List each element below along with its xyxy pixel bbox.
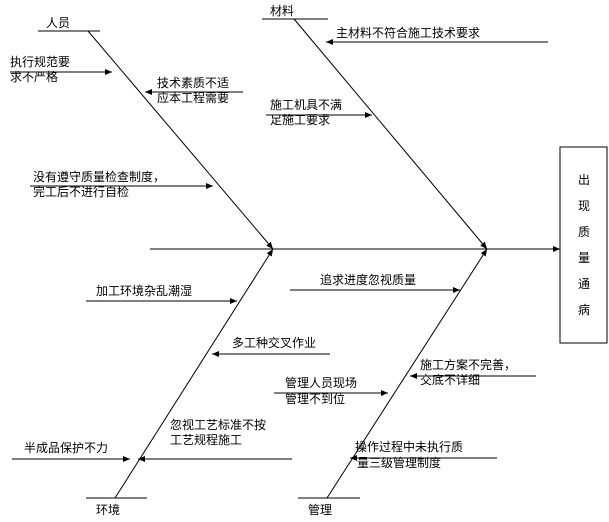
effect-char-2: 质 (578, 225, 590, 239)
material-1-text: 主材料不符合施工技术要求 (336, 25, 480, 40)
mgmt-4-line1: 操作过程中未执行质 (355, 439, 463, 454)
env-1-text: 加工环境杂乱潮湿 (96, 283, 192, 298)
env-4-text: 半成品保护不力 (24, 441, 108, 455)
env-3-line2: 工艺规程施工 (170, 432, 242, 447)
effect-char-4: 通 (578, 277, 590, 291)
people-1-line2: 求不严格 (10, 69, 58, 84)
mgmt-3-line2: 管理不到位 (285, 391, 345, 406)
people-2-line1: 没有遵守质量检查制度， (33, 169, 165, 184)
material-2-line2: 应本工程需要 (157, 90, 229, 105)
material-bone (293, 18, 488, 250)
mgmt-2-line1: 施工方案不完善， (420, 357, 516, 372)
effect-char-5: 病 (578, 302, 590, 317)
mgmt-label: 管理 (308, 502, 332, 517)
people-1-line1: 执行规范要 (10, 54, 70, 69)
env-3-line1: 忽视工艺标准不按 (170, 417, 266, 432)
people-bone (87, 30, 274, 250)
material-3-line2: 足施工要求 (270, 113, 330, 127)
env-2-text: 多工种交叉作业 (232, 335, 316, 350)
people-label: 人员 (46, 16, 70, 30)
people-2-line2: 完工后不进行自检 (33, 184, 129, 199)
effect-char-0: 出 (578, 173, 590, 187)
effect-box (559, 146, 608, 344)
material-3-line1: 施工机具不满 (270, 98, 342, 112)
effect-char-1: 现 (578, 199, 590, 213)
material-2-line1: 技术素质不适 (157, 76, 229, 90)
mgmt-4-line2: 量三级管理制度 (357, 455, 441, 470)
mgmt-3-line1: 管理人员现场 (285, 375, 357, 390)
material-label: 材料 (270, 4, 294, 18)
effect-char-3: 量 (578, 251, 590, 265)
env-label: 环境 (96, 502, 120, 517)
mgmt-2-line2: 交底不详细 (420, 372, 480, 387)
mgmt-1-text: 追求进度忽视质量 (320, 272, 416, 287)
